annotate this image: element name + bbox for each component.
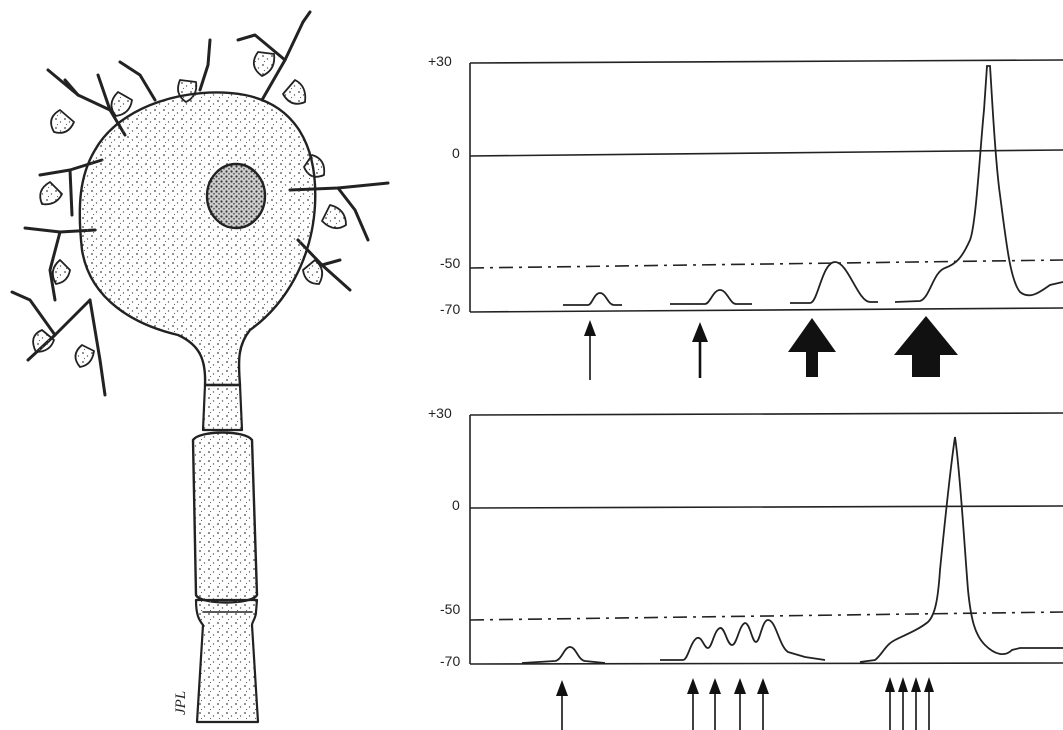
stimulus-arrow-thickest (894, 316, 958, 377)
graph-bottom-label-minus70: -70 (440, 653, 460, 669)
stimulus-arrow-clustered-group (885, 677, 934, 730)
stimulus-arrow-thick (788, 318, 836, 377)
graph-top-label-minus70: -70 (440, 301, 460, 317)
membrane-potential-graph-top: +30 0 -50 -70 (428, 53, 1063, 380)
graph-top-label-minus50: -50 (440, 255, 460, 271)
graph-bottom-line-plus30 (470, 413, 1063, 415)
neuron-illustration: JPL (12, 12, 388, 722)
graph-bottom-line-zero (470, 506, 1063, 508)
axon-hillock (203, 385, 242, 430)
stimulus-arrow-single (556, 680, 568, 730)
graph-top-label-plus30: +30 (428, 53, 452, 69)
artist-signature: JPL (173, 691, 189, 715)
membrane-potential-graph-bottom: +30 0 -50 -70 (428, 405, 1063, 730)
axon (196, 600, 258, 722)
graph-bottom-trace (522, 437, 1063, 663)
graph-top-line-minus70 (470, 308, 1063, 312)
graph-top-line-zero (470, 150, 1063, 156)
graph-bottom-stimulus-arrows (556, 677, 934, 730)
graph-bottom-label-plus30: +30 (428, 405, 452, 421)
nucleus (207, 164, 265, 228)
myelin-sheath (193, 433, 257, 603)
graph-bottom-threshold-line (470, 612, 1063, 620)
stimulus-arrow-medium (692, 322, 708, 378)
graph-top-trace (563, 66, 1063, 305)
graph-top-threshold-line (470, 260, 1063, 268)
graph-top-stimulus-arrows (584, 316, 958, 380)
cell-body (80, 92, 315, 385)
stimulus-arrow-thin (584, 320, 596, 380)
graph-top-label-zero: 0 (452, 145, 460, 161)
graph-top-line-plus30 (470, 60, 1063, 63)
graph-bottom-label-zero: 0 (452, 497, 460, 513)
graph-bottom-label-minus50: -50 (440, 601, 460, 617)
stimulus-arrow-spaced-group (687, 678, 769, 730)
graph-bottom-line-minus70 (470, 663, 1063, 664)
